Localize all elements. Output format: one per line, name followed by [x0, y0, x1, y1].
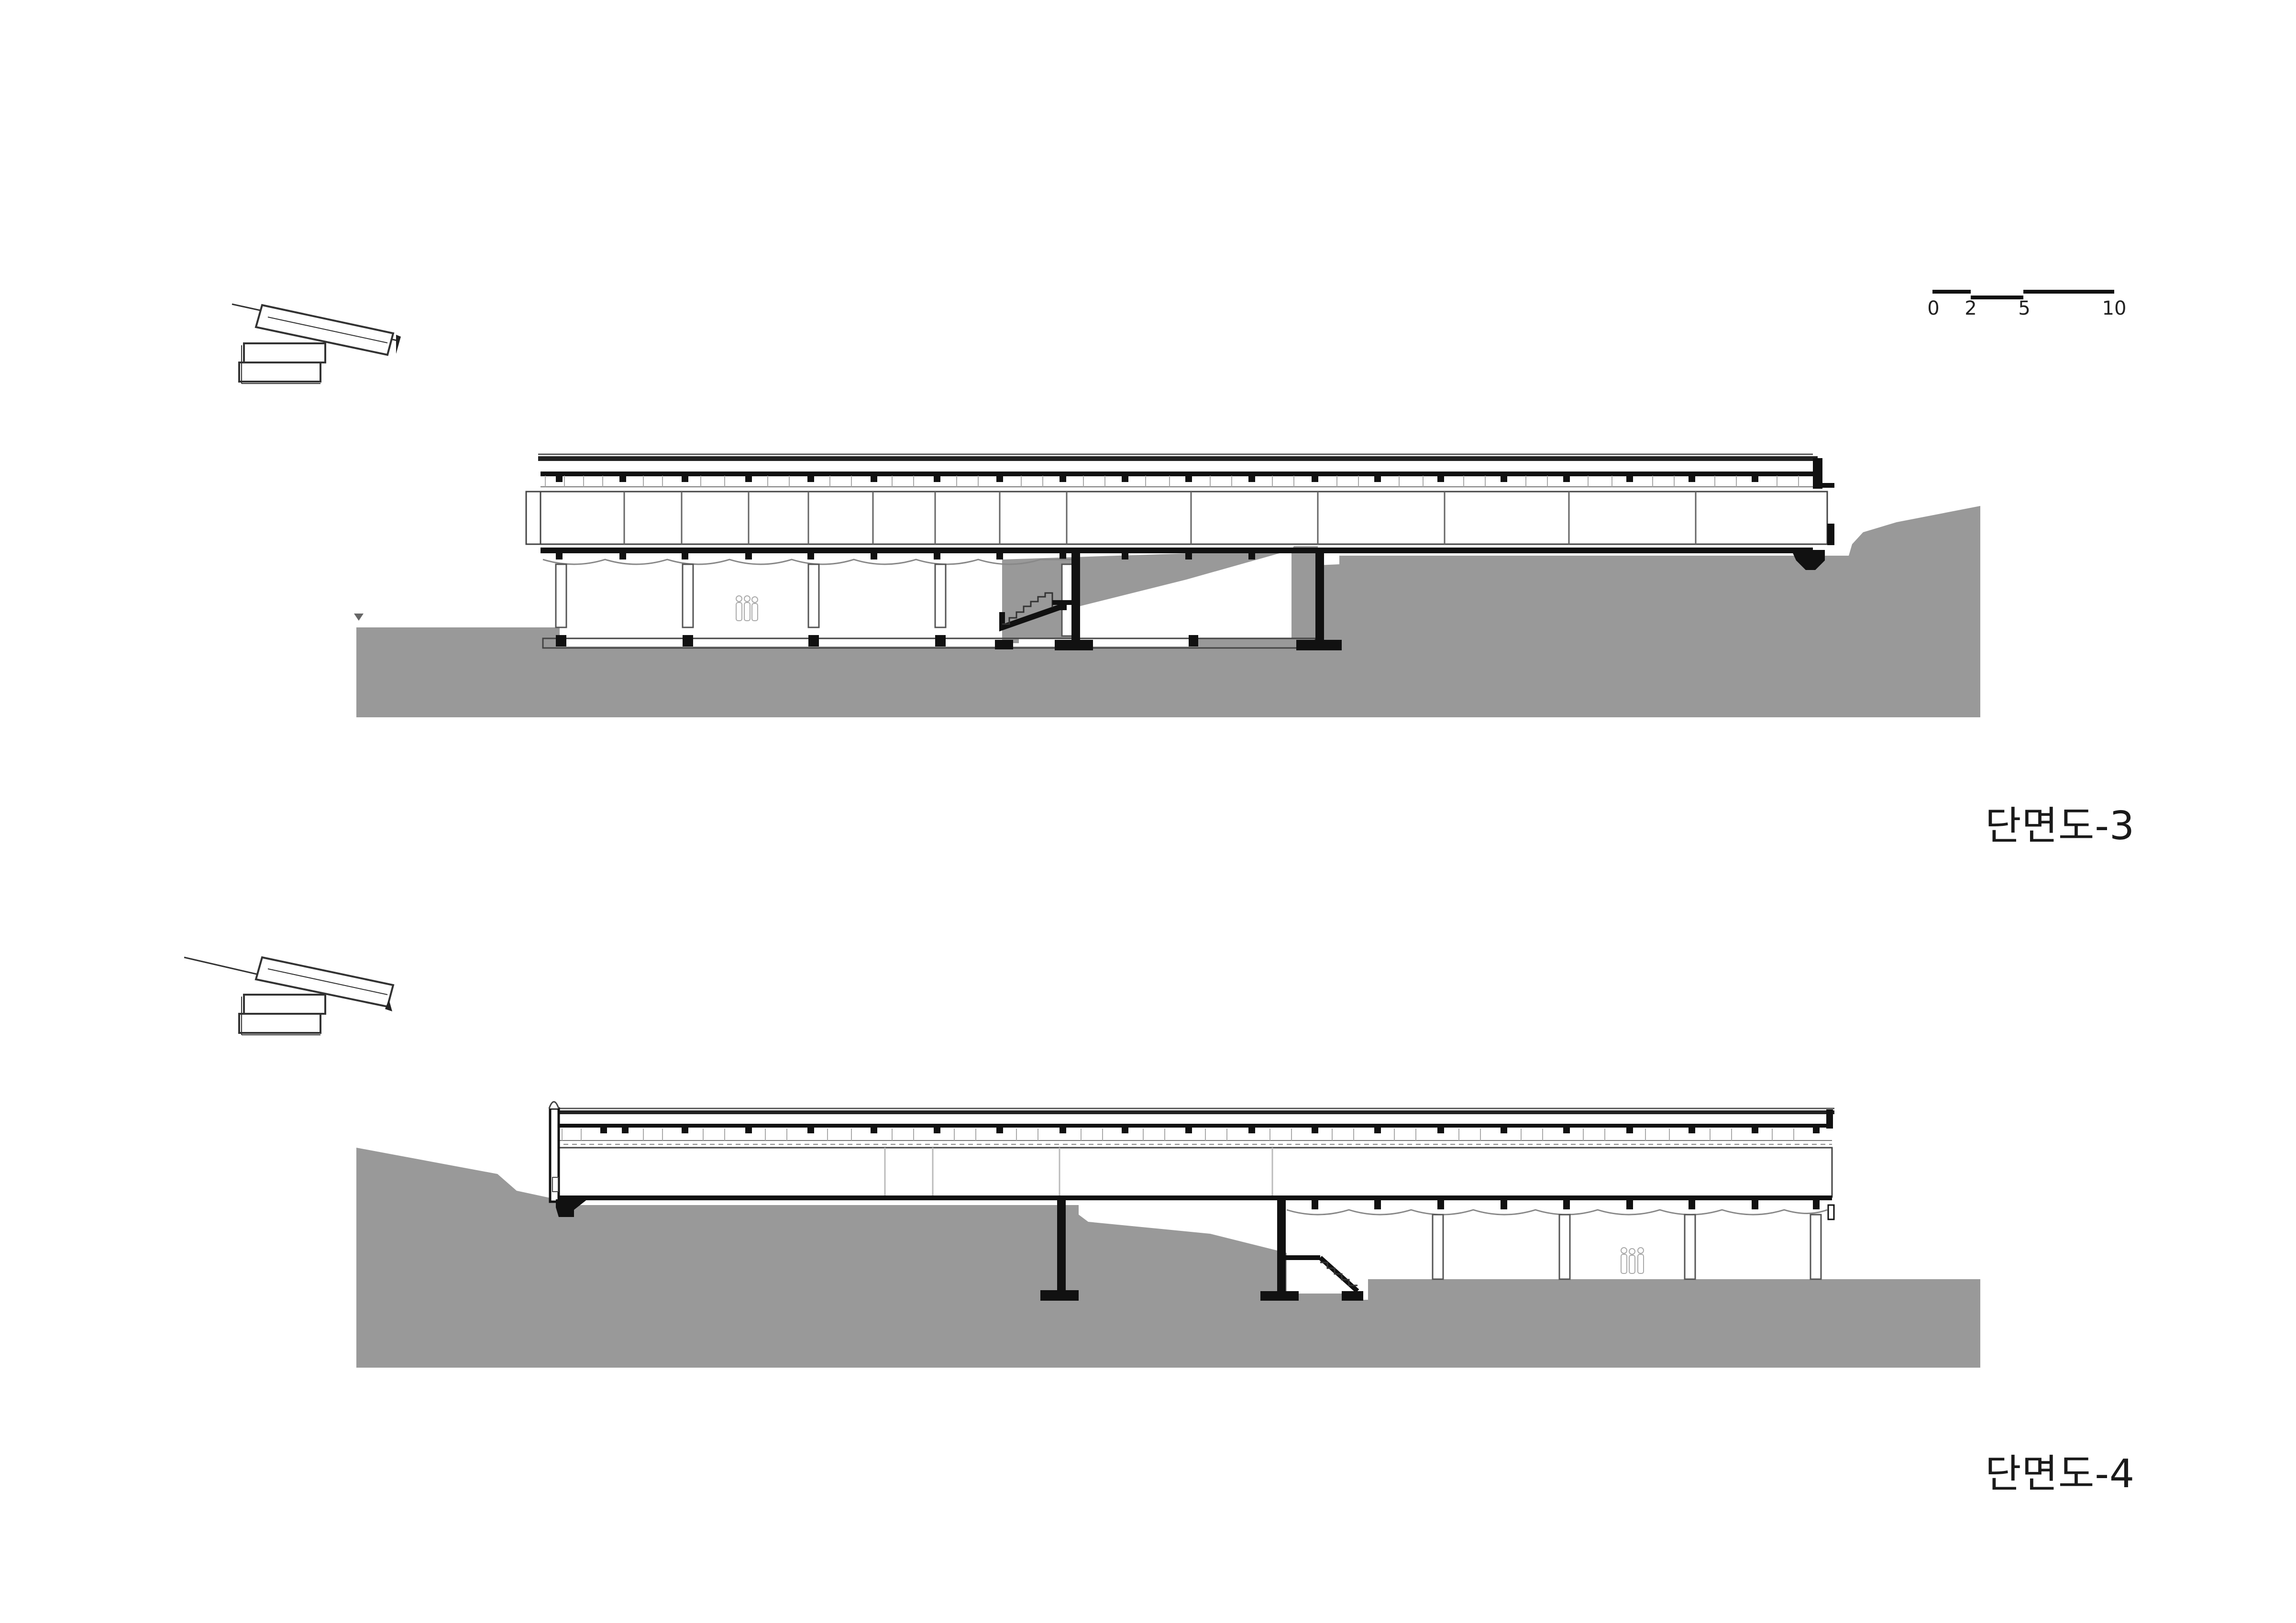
columns-3 [555, 563, 1073, 637]
piers-3 [1055, 550, 1342, 650]
stair-4 [1286, 1255, 1363, 1301]
section-4-title: 단면도-4 [1985, 1451, 2135, 1497]
stair-3 [995, 592, 1071, 649]
bridge-body-4 [548, 1101, 1835, 1220]
key-plan-4 [184, 956, 395, 1035]
section-3 [232, 303, 1980, 717]
key-plan-3 [232, 303, 401, 384]
scale-label-2: 2 [1965, 297, 1977, 319]
level-marker-3 [354, 614, 364, 621]
scale-bar [1932, 290, 2114, 299]
piers-4 [1040, 1200, 1299, 1301]
ground-3 [356, 506, 1980, 717]
section-4 [184, 956, 1980, 1368]
columns-4 [1432, 1214, 1822, 1280]
scale-label-5: 5 [2018, 297, 2031, 319]
scale-label-10: 10 [2102, 297, 2127, 319]
people-4 [1621, 1247, 1644, 1274]
bridge-body-3 [525, 453, 1834, 570]
scale-label-0: 0 [1927, 297, 1940, 319]
section-3-title: 단면도-3 [1985, 803, 2135, 849]
people-3 [736, 595, 758, 621]
